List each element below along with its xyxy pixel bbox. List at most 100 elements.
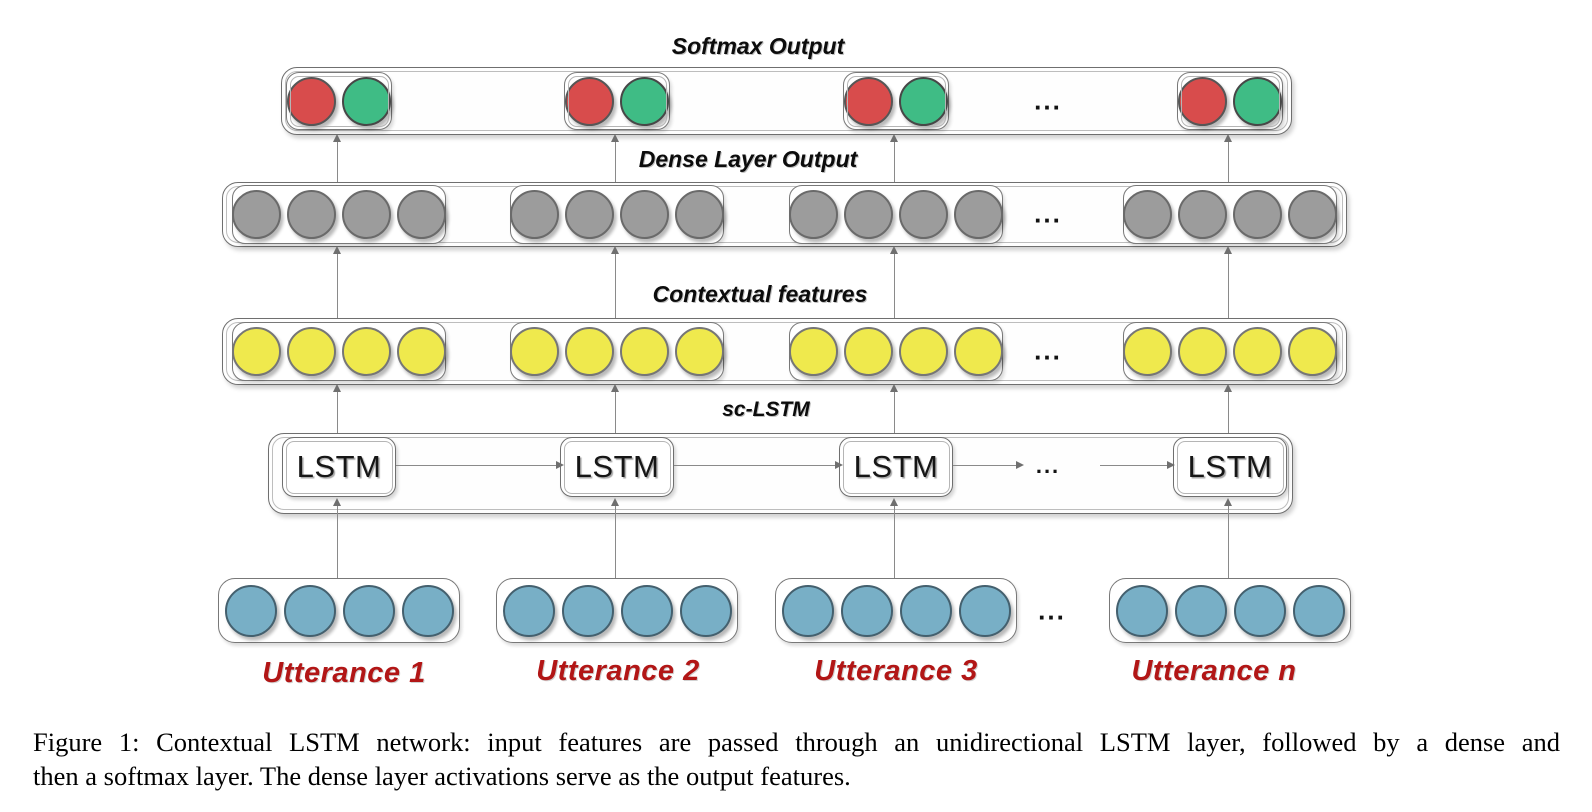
utterance-label-n: Utterance n — [1131, 655, 1297, 687]
red-neuron — [287, 76, 336, 126]
lstm-cell-1: LSTM — [282, 437, 396, 497]
caption-line-2: then a softmax layer. The dense layer ac… — [33, 761, 851, 791]
lstm-ellipsis: ... — [1035, 453, 1061, 478]
up-arrow-connector — [1223, 498, 1232, 578]
gray-neuron — [565, 190, 614, 239]
blue-neuron — [1292, 584, 1345, 637]
up-arrow-connector — [889, 246, 898, 318]
up-arrow-connector — [610, 134, 619, 182]
up-arrow-connector — [610, 498, 619, 578]
utterance-label-2: Utterance 2 — [536, 655, 700, 687]
yellow-neuron — [675, 327, 724, 376]
up-arrow-connector — [610, 384, 619, 437]
softmax-group-2 — [564, 72, 670, 130]
blue-neuron — [781, 584, 834, 637]
figure-caption: Figure 1: Contextual LSTM network: input… — [33, 725, 1560, 793]
gray-neuron — [397, 190, 446, 239]
up-arrow-connector — [332, 134, 341, 182]
up-arrow-connector — [332, 498, 341, 578]
blue-neuron — [1115, 584, 1168, 637]
caption-line-1: Figure 1: Contextual LSTM network: input… — [33, 727, 1560, 757]
blue-neuron — [1233, 584, 1286, 637]
yellow-neuron — [1288, 327, 1337, 376]
contextual-group-1 — [232, 322, 446, 381]
green-neuron — [899, 76, 948, 126]
up-arrow-connector — [332, 384, 341, 437]
lstm-flow-arrow — [953, 461, 1024, 470]
softmax-layer-label: Softmax Output — [671, 33, 845, 59]
blue-neuron — [283, 584, 336, 637]
red-neuron — [1178, 76, 1227, 126]
yellow-neuron — [954, 327, 1003, 376]
yellow-neuron — [789, 327, 838, 376]
utterance-label-1: Utterance 1 — [262, 657, 426, 689]
blue-neuron — [502, 584, 555, 637]
gray-neuron — [1123, 190, 1172, 239]
up-arrow-connector — [610, 246, 619, 318]
yellow-neuron — [232, 327, 281, 376]
yellow-neuron — [342, 327, 391, 376]
red-neuron — [565, 76, 614, 126]
yellow-neuron — [287, 327, 336, 376]
dense-ellipsis: ... — [1034, 198, 1062, 229]
softmax-ellipsis: ... — [1034, 85, 1062, 116]
blue-neuron — [620, 584, 673, 637]
yellow-neuron — [1123, 327, 1172, 376]
yellow-neuron — [565, 327, 614, 376]
blue-neuron — [899, 584, 952, 637]
green-neuron — [1233, 76, 1282, 126]
blue-neuron — [342, 584, 395, 637]
gray-neuron — [342, 190, 391, 239]
dense-group-n — [1123, 185, 1337, 244]
gray-neuron — [1178, 190, 1227, 239]
lstm-flow-arrow — [396, 461, 564, 470]
sc-lstm-box — [268, 433, 1293, 514]
gray-neuron — [844, 190, 893, 239]
gray-neuron — [1233, 190, 1282, 239]
gray-neuron — [232, 190, 281, 239]
blue-neuron — [401, 584, 454, 637]
blue-neuron — [958, 584, 1011, 637]
contextual-group-n — [1123, 322, 1337, 381]
utterance-box-3 — [775, 578, 1017, 643]
yellow-neuron — [844, 327, 893, 376]
utterance-ellipsis: ... — [1038, 595, 1066, 626]
contextual-ellipsis: ... — [1034, 335, 1062, 366]
utterance-box-1 — [218, 578, 460, 643]
lstm-flow-arrow — [674, 461, 843, 470]
softmax-group-n — [1177, 72, 1283, 130]
up-arrow-connector — [332, 246, 341, 318]
up-arrow-connector — [1223, 384, 1232, 437]
yellow-neuron — [899, 327, 948, 376]
lstm-cell-2: LSTM — [560, 437, 674, 497]
blue-neuron — [1174, 584, 1227, 637]
dense-layer-label: Dense Layer Output — [638, 146, 858, 172]
yellow-neuron — [1178, 327, 1227, 376]
contextual-layer-label: Contextual features — [652, 281, 868, 307]
dense-group-2 — [510, 185, 724, 244]
gray-neuron — [789, 190, 838, 239]
gray-neuron — [675, 190, 724, 239]
sc-lstm-label: sc-LSTM — [722, 398, 810, 421]
blue-neuron — [561, 584, 614, 637]
gray-neuron — [620, 190, 669, 239]
contextual-group-2 — [510, 322, 724, 381]
utterance-label-3: Utterance 3 — [814, 655, 978, 687]
gray-neuron — [1288, 190, 1337, 239]
up-arrow-connector — [1223, 134, 1232, 182]
softmax-group-1 — [286, 72, 392, 130]
yellow-neuron — [397, 327, 446, 376]
yellow-neuron — [510, 327, 559, 376]
utterance-box-2 — [496, 578, 738, 643]
blue-neuron — [679, 584, 732, 637]
up-arrow-connector — [889, 134, 898, 182]
up-arrow-connector — [889, 498, 898, 578]
green-neuron — [620, 76, 669, 126]
yellow-neuron — [620, 327, 669, 376]
lstm-cell-3: LSTM — [839, 437, 953, 497]
lstm-flow-arrow — [1100, 461, 1175, 470]
softmax-group-3 — [843, 72, 949, 130]
red-neuron — [844, 76, 893, 126]
dense-group-3 — [789, 185, 1003, 244]
